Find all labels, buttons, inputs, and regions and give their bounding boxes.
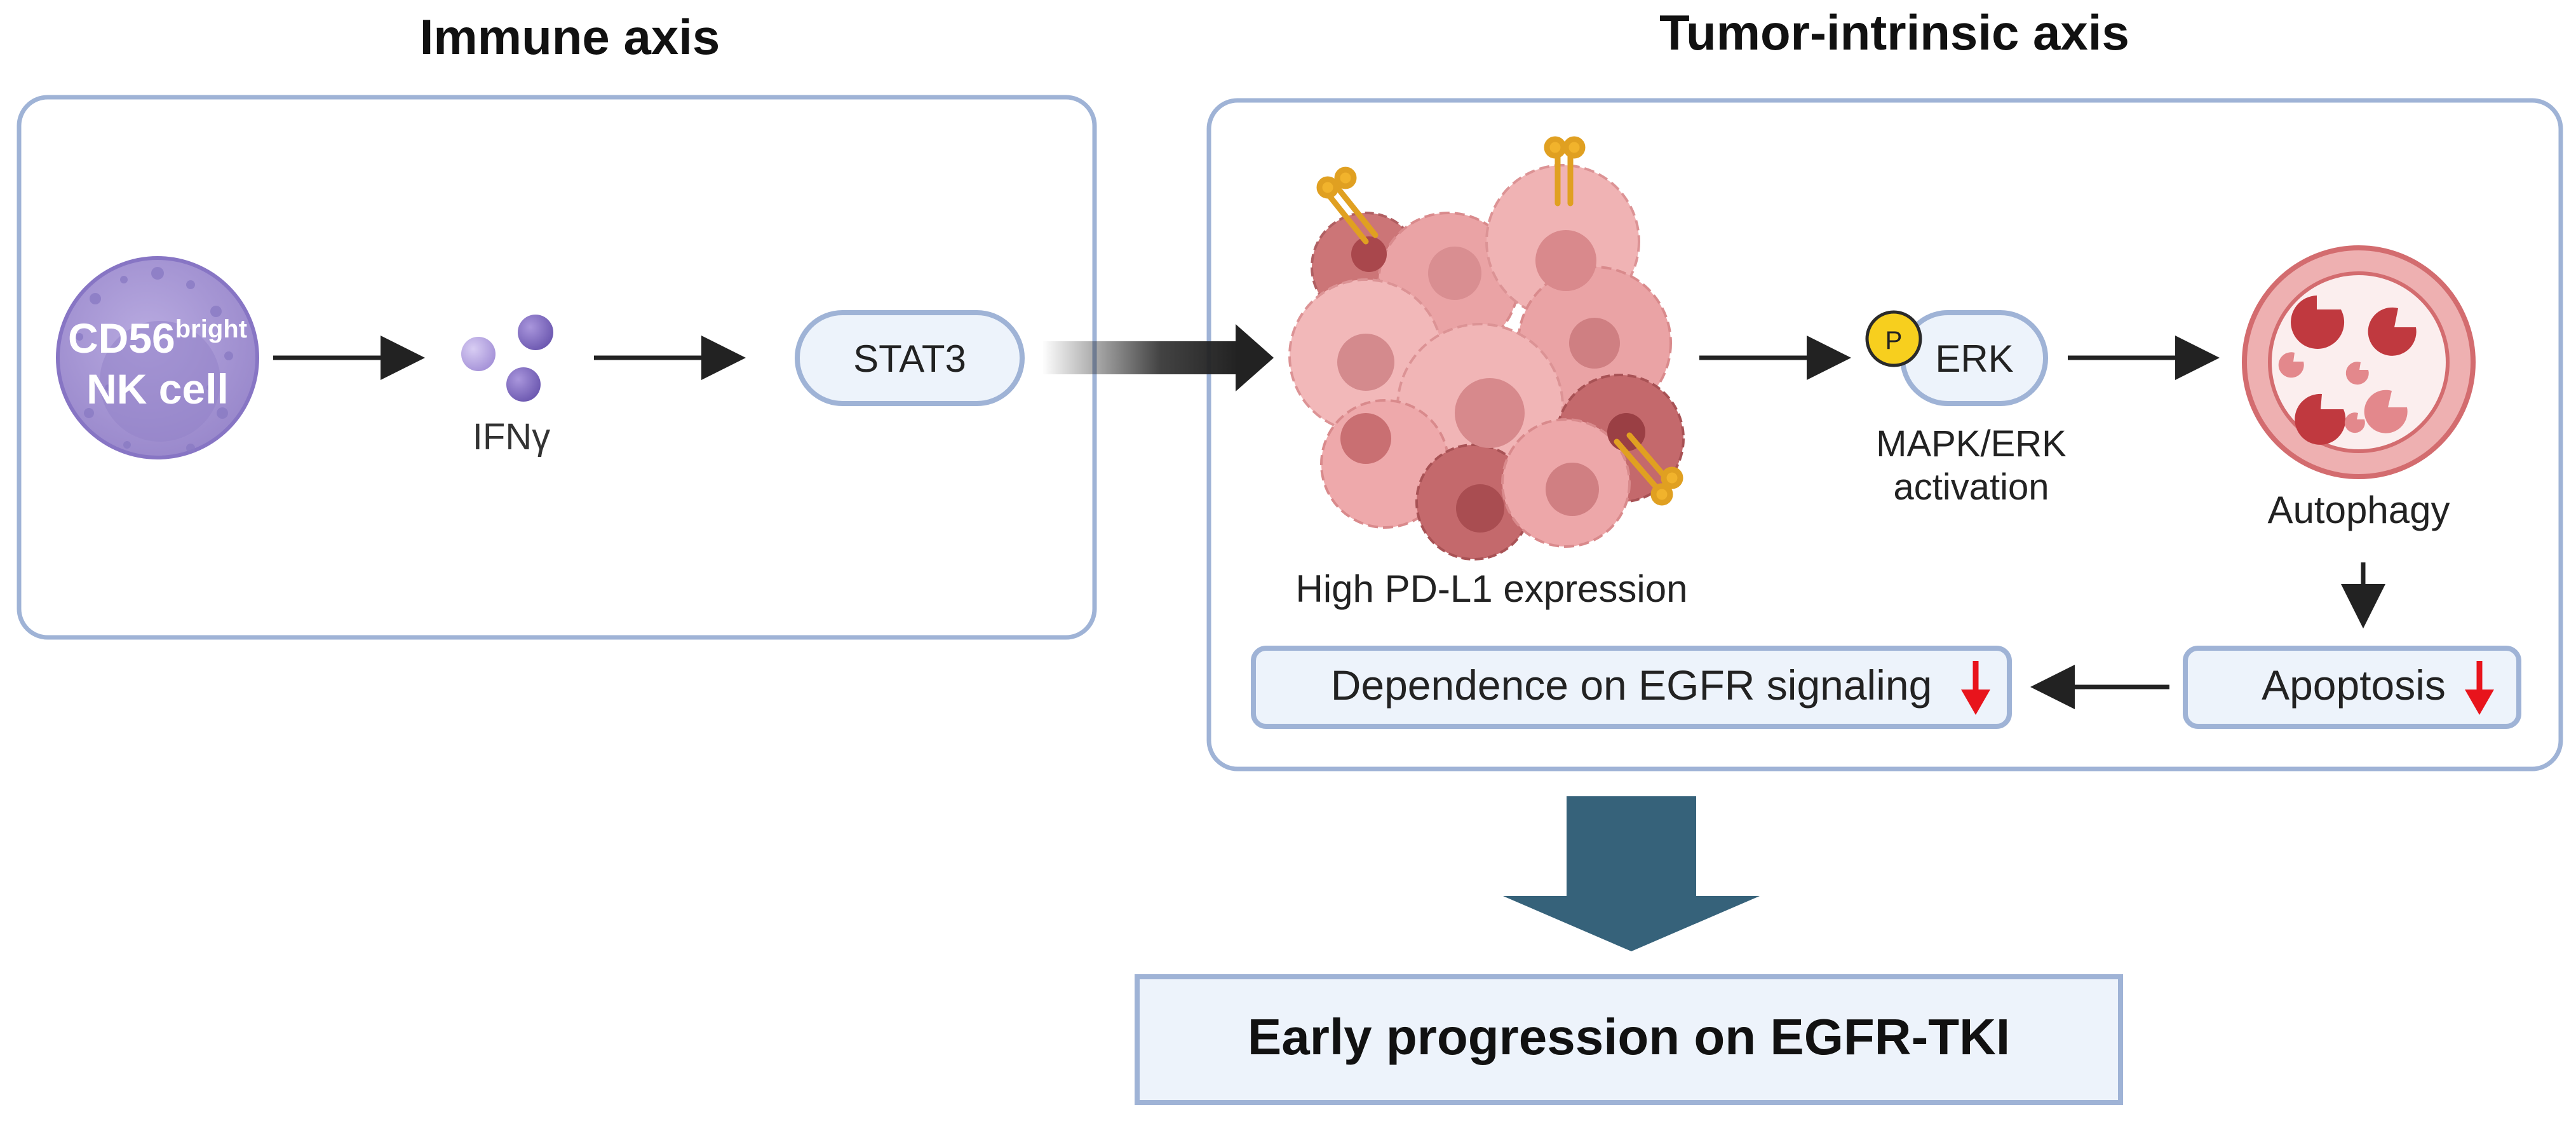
egfr-dependence-down-arrow-icon xyxy=(1961,661,1990,715)
phospho-icon xyxy=(1865,310,1922,367)
immune-axis-title: Immune axis xyxy=(420,9,720,65)
tumor-cluster-icon xyxy=(1288,164,1685,560)
apoptosis-down-arrow-icon xyxy=(2465,661,2494,715)
pdl1-receptor-icon xyxy=(1614,432,1683,506)
outcome-label: Early progression on EGFR-TKI xyxy=(1248,1009,2010,1065)
tumor-label: High PD-L1 expression xyxy=(1296,567,1688,610)
egfr-dependence-node xyxy=(1251,646,2012,729)
pdl1-receptor-icon xyxy=(1544,136,1586,207)
phospho-label: P xyxy=(1885,327,1903,355)
autophagy-icon xyxy=(2242,245,2476,479)
stat3-node xyxy=(795,310,1025,406)
autophagy-label: Autophagy xyxy=(2268,489,2450,531)
egfr-dependence-label: Dependence on EGFR signaling xyxy=(1331,662,1932,709)
ifng-label: IFNγ xyxy=(473,416,550,458)
nk-cell-label-line2: NK cell xyxy=(86,365,229,412)
nk-cell-icon xyxy=(56,256,259,459)
apoptosis-label: Apoptosis xyxy=(2262,662,2446,709)
arrow-stat3-to-tumor xyxy=(1042,324,1274,391)
ifng-molecules-icon xyxy=(461,315,553,402)
stat3-label: STAT3 xyxy=(853,337,966,380)
erk-caption-line1: MAPK/ERK xyxy=(1876,423,2067,465)
apoptosis-node xyxy=(2183,646,2521,729)
nk-cell-label: CD56bright xyxy=(68,315,247,362)
tumor-axis-title: Tumor-intrinsic axis xyxy=(1659,4,2129,60)
erk-label: ERK xyxy=(1935,337,2013,380)
outcome-box xyxy=(1135,974,2123,1105)
pdl1-receptor-icon xyxy=(1316,166,1379,245)
outcome-arrow xyxy=(1503,796,1760,951)
erk-caption-line2: activation xyxy=(1893,466,2049,508)
